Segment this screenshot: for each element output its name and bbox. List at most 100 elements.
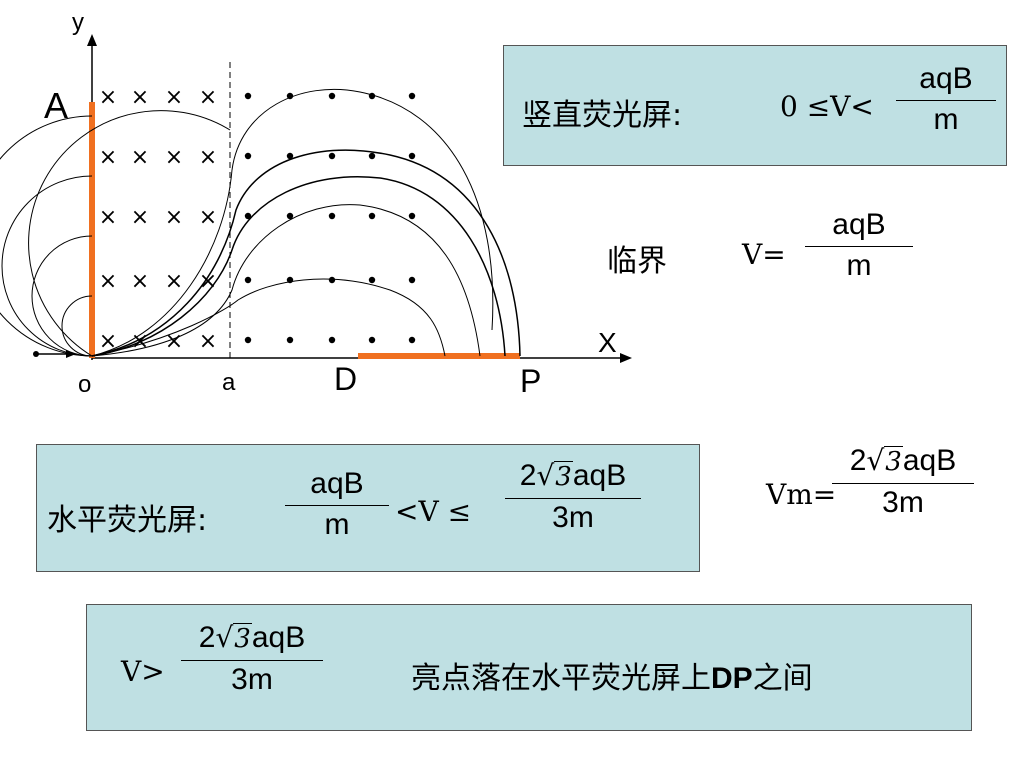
- horizontal-screen-title: 水平荧光屏:: [47, 503, 208, 538]
- fraction-bar: [832, 483, 974, 484]
- conclusion-expr: V>: [121, 655, 165, 688]
- field-cross-mark: ×: [165, 85, 183, 110]
- field-dot-mark: [328, 276, 336, 284]
- trajectory-right-3: [91, 149, 521, 357]
- vm-fraction: 2√3aqB 3m: [832, 444, 974, 520]
- field-dot-mark: [368, 276, 376, 284]
- magnetic-field-diagram: ×××××××××××××××××××× y X A o a D P: [0, 9, 632, 399]
- trajectory-right-4: [91, 88, 494, 357]
- field-cross-mark: ×: [199, 205, 217, 230]
- fraction-numerator: 2√3aqB: [505, 459, 641, 494]
- fraction-denominator: 3m: [552, 501, 594, 534]
- field-dot-mark: [286, 212, 294, 220]
- field-cross-mark: ×: [131, 145, 149, 170]
- vm-expr: Vm=: [766, 478, 837, 511]
- field-cross-mark: ×: [99, 329, 117, 354]
- origin-label: o: [78, 371, 91, 398]
- y-axis-label: y: [72, 9, 84, 36]
- fraction-bar: [505, 498, 641, 499]
- field-cross-mark: ×: [165, 329, 183, 354]
- field-dot-mark: [244, 336, 252, 344]
- field-dot-mark: [368, 336, 376, 344]
- horizontal-screen-mid: <V ≤: [395, 495, 472, 528]
- x-axis-label: X: [598, 327, 617, 358]
- point-P-label: P: [520, 363, 541, 399]
- fraction-bar: [181, 660, 323, 661]
- field-cross-mark: ×: [165, 205, 183, 230]
- trajectory-right-5: [91, 278, 446, 357]
- critical-label: 临界: [607, 244, 667, 279]
- field-dot-mark: [368, 212, 376, 220]
- field-cross-mark: ×: [165, 269, 183, 294]
- field-dot-mark: [408, 92, 416, 100]
- radicand: 3: [884, 446, 903, 477]
- vertical-screen-fraction: aqB m: [896, 62, 996, 137]
- field-dot-mark: [408, 336, 416, 344]
- fraction-numerator: 2√3aqB: [181, 621, 323, 656]
- fraction-numerator: aqB: [919, 62, 973, 95]
- fraction-denominator: m: [846, 249, 872, 282]
- field-dot-mark: [408, 276, 416, 284]
- critical-expr: V=: [742, 238, 786, 271]
- field-cross-mark: ×: [99, 145, 117, 170]
- field-dot-mark: [408, 152, 416, 160]
- y-axis-arrow: [87, 34, 97, 46]
- vertical-screen-box: 竖直荧光屏: 0 ≤V< aqB m: [503, 45, 1007, 166]
- field-dot-mark: [408, 212, 416, 220]
- coefficient: 2: [198, 621, 216, 654]
- trajectory-right-1: [91, 204, 481, 357]
- field-dot-mark: [286, 152, 294, 160]
- field-dot-mark: [286, 336, 294, 344]
- field-dot-mark: [328, 152, 336, 160]
- field-into-page: ××××××××××××××××××××: [99, 85, 217, 354]
- conclusion-text: 亮点落在水平荧光屏上DP之间: [411, 653, 813, 697]
- field-cross-mark: ×: [199, 329, 217, 354]
- horizontal-screen-fraction-low: aqB m: [285, 467, 389, 542]
- trajectory-left-2: [31, 235, 93, 357]
- radicand: 3: [554, 461, 573, 492]
- critical-fraction: aqB m: [805, 208, 913, 283]
- trajectory-left-1: [61, 295, 93, 357]
- point-a-label: a: [222, 369, 236, 396]
- numerator-rest: aqB: [251, 621, 306, 654]
- fraction-bar: [896, 100, 996, 101]
- field-dot-mark: [328, 212, 336, 220]
- field-cross-mark: ×: [199, 85, 217, 110]
- trajectory-left-3: [1, 175, 93, 357]
- fraction-denominator: m: [324, 508, 350, 541]
- trajectory-right-2: [91, 176, 506, 357]
- conclusion-text-prefix: 亮点落在水平荧光屏上: [411, 661, 711, 696]
- fraction-numerator: aqB: [310, 467, 364, 500]
- x-axis-arrow: [620, 353, 632, 363]
- trajectory-left-5: [28, 110, 231, 357]
- fraction-denominator: 3m: [231, 663, 273, 696]
- field-cross-mark: ×: [199, 269, 217, 294]
- trajectory-left-4: [0, 115, 93, 357]
- conclusion-text-bold: DP: [711, 662, 753, 695]
- field-cross-mark: ×: [199, 145, 217, 170]
- field-cross-mark: ×: [99, 85, 117, 110]
- fraction-denominator: 3m: [882, 486, 924, 519]
- conclusion-box: V> 2√3aqB 3m 亮点落在水平荧光屏上DP之间: [86, 604, 972, 731]
- field-dot-mark: [244, 212, 252, 220]
- coefficient: 2: [519, 459, 537, 492]
- vertical-screen-expr: 0 ≤V<: [780, 90, 874, 123]
- field-dot-mark: [244, 152, 252, 160]
- field-cross-mark: ×: [131, 269, 149, 294]
- field-dot-mark: [244, 276, 252, 284]
- field-cross-mark: ×: [131, 205, 149, 230]
- field-cross-mark: ×: [165, 145, 183, 170]
- sqrt-symbol: √3: [536, 459, 573, 492]
- horizontal-screen-box: 水平荧光屏: aqB m <V ≤ 2√3aqB 3m: [36, 444, 700, 572]
- field-cross-mark: ×: [99, 269, 117, 294]
- fraction-numerator: aqB: [832, 208, 886, 241]
- fraction-bar: [285, 505, 389, 506]
- numerator-rest: aqB: [902, 444, 957, 477]
- field-dot-mark: [328, 336, 336, 344]
- point-A-label: A: [44, 85, 68, 126]
- numerator-rest: aqB: [572, 459, 627, 492]
- sqrt-symbol: √3: [215, 621, 252, 654]
- radicand: 3: [233, 623, 252, 654]
- coefficient: 2: [849, 444, 867, 477]
- sqrt-symbol: √3: [866, 444, 903, 477]
